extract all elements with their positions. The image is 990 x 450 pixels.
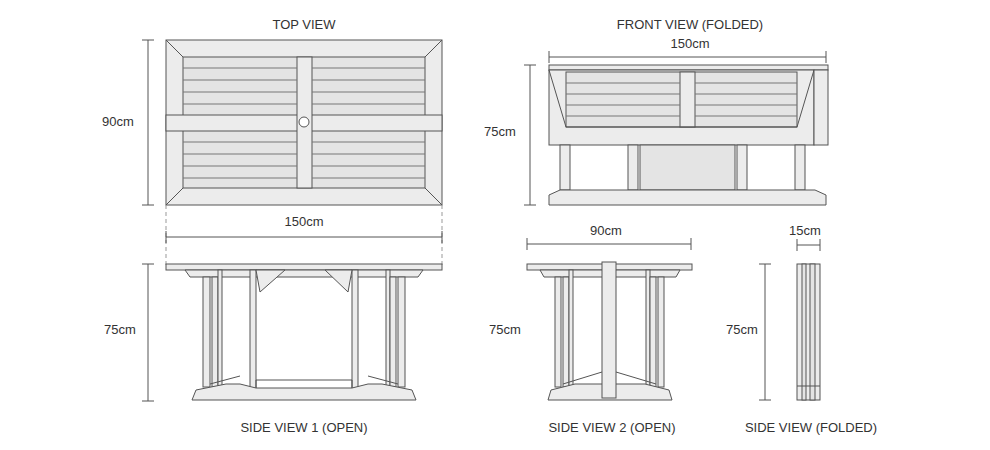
dimension: 90cm: [102, 114, 134, 130]
view-title: TOP VIEW: [272, 17, 335, 33]
dimension: 75cm: [726, 322, 758, 338]
dimension: 75cm: [484, 124, 516, 140]
dimension: 15cm: [789, 223, 821, 239]
dimension: 75cm: [104, 322, 136, 338]
view-title: SIDE VIEW 2 (OPEN): [548, 420, 675, 436]
dimension: 90cm: [590, 223, 622, 239]
table-top: [166, 40, 442, 205]
dimension: 75cm: [489, 322, 521, 338]
view-title: FRONT VIEW (FOLDED): [617, 17, 763, 33]
view-title: SIDE VIEW 1 (OPEN): [240, 420, 367, 436]
view-title: SIDE VIEW (FOLDED): [745, 420, 877, 436]
dimension: 150cm: [670, 36, 709, 52]
dimension: 150cm: [284, 214, 323, 230]
